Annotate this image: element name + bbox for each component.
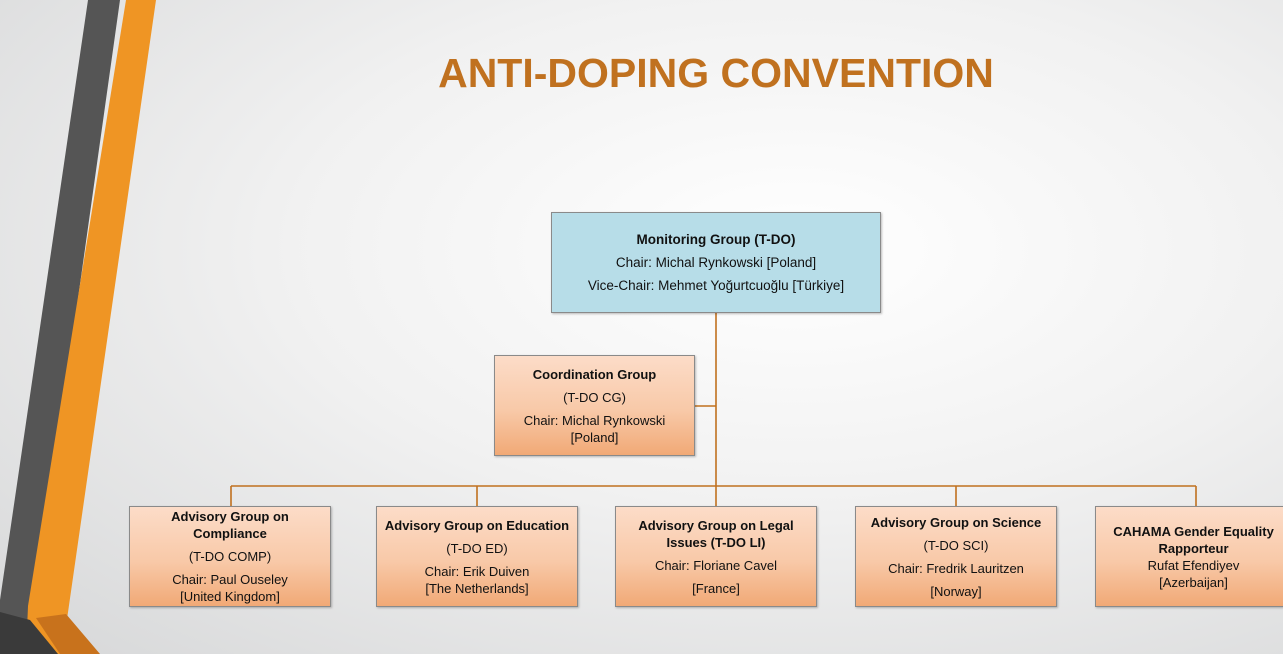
advisory-group-name: Advisory Group on Science <box>870 514 1042 530</box>
advisory-group-chair: Chair: Paul Ouseley <box>172 572 288 587</box>
advisory-group-name: Advisory Group on Education <box>384 517 570 533</box>
advisory-group-country: [United Kingdom] <box>180 589 280 604</box>
dark-stripe <box>0 0 120 654</box>
advisory-group-code: (T-DO COMP) <box>188 549 272 564</box>
bottom-dark-wedge <box>0 612 58 654</box>
advisory-group-legal-box: Advisory Group on Legal Issues (T-DO LI)… <box>615 506 817 607</box>
orange-stripe <box>26 0 156 654</box>
advisory-group-education-box: Advisory Group on Education (T-DO ED) Ch… <box>376 506 578 607</box>
coordination-group-country: [Poland] <box>570 429 619 445</box>
coordination-group-box: Coordination Group (T-DO CG) Chair: Mich… <box>494 355 695 456</box>
decorative-stripes <box>0 0 156 654</box>
bottom-orange-wedge <box>36 614 100 654</box>
advisory-group-country: [Norway] <box>930 583 982 599</box>
advisory-group-science-box: Advisory Group on Science (T-DO SCI) Cha… <box>855 506 1057 607</box>
coordination-group-code: (T-DO CG) <box>563 389 626 405</box>
monitoring-group-vice-chair: Vice-Chair: Mehmet Yoğurtcuoğlu [Türkiye… <box>587 278 845 293</box>
advisory-group-compliance-box: Advisory Group on Compliance (T-DO COMP)… <box>129 506 331 607</box>
rapporteur-person: Rufat Efendiyev <box>1147 557 1240 573</box>
advisory-group-code: (T-DO SCI) <box>923 537 989 553</box>
advisory-group-name: Advisory Group on Compliance <box>171 509 289 541</box>
advisory-group-chair: Chair: Fredrik Lauritzen <box>888 560 1024 576</box>
page-title: ANTI-DOPING CONVENTION <box>438 50 994 96</box>
coordination-group-name: Coordination Group <box>532 366 657 382</box>
monitoring-group-box: Monitoring Group (T-DO) Chair: Michal Ry… <box>551 212 881 313</box>
monitoring-group-name: Monitoring Group (T-DO) <box>636 232 796 247</box>
rapporteur-title: CAHAMA Gender Equality Rapporteur <box>1113 523 1274 556</box>
advisory-group-code: (T-DO ED) <box>446 540 508 556</box>
rapporteur-country: [Azerbaijan] <box>1159 574 1228 590</box>
monitoring-group-chair: Chair: Michal Rynkowski [Poland] <box>615 255 817 270</box>
advisory-group-code: (T-DO LI) <box>710 534 766 550</box>
advisory-group-title-line: Advisory Group on Legal Issues (T-DO LI) <box>616 517 816 551</box>
advisory-group-country: [France] <box>692 580 740 596</box>
advisory-group-chair: Chair: Floriane Cavel <box>654 557 778 573</box>
advisory-group-country: [The Netherlands] <box>425 580 529 596</box>
rapporteur-box: CAHAMA Gender Equality Rapporteur Rufat … <box>1095 506 1283 607</box>
advisory-group-name: Advisory Group on Legal Issues <box>638 517 794 550</box>
advisory-group-chair: Chair: Erik Duiven <box>424 563 530 579</box>
coordination-group-chair: Chair: Michal Rynkowski <box>523 412 666 428</box>
